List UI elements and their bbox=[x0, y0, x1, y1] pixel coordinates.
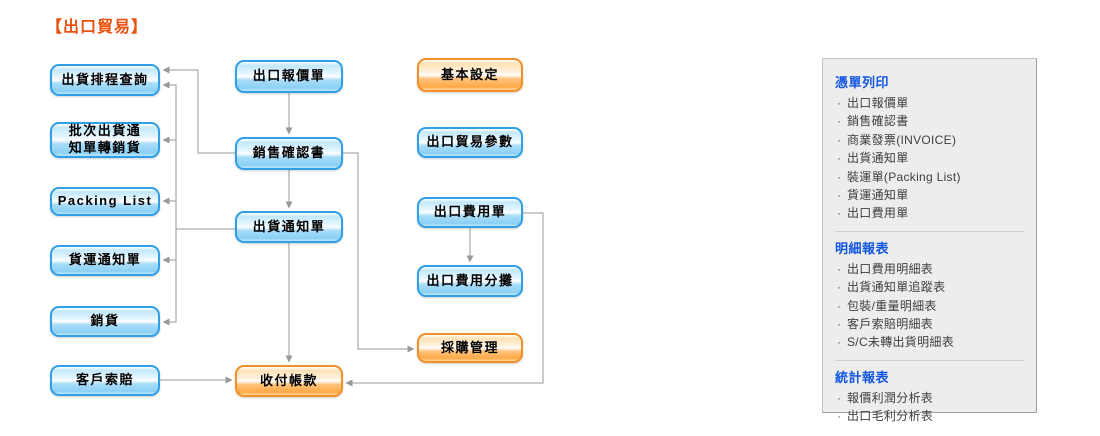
flow-node-packing-list[interactable]: Packing List bbox=[50, 187, 160, 216]
flow-node-shipping-schedule-inquiry[interactable]: 出貨排程查詢 bbox=[50, 64, 160, 96]
report-list-item: · 出口費用明細表 bbox=[837, 260, 1026, 278]
panel-section-header: 憑單列印 bbox=[835, 75, 890, 90]
bullet-icon: · bbox=[837, 132, 842, 147]
panel-section-list: · 報價利潤分析表 · 出口毛利分析表 bbox=[835, 389, 1026, 428]
report-list-item-label: 銷售確認書 bbox=[847, 114, 909, 129]
panel-section-header: 統計報表 bbox=[835, 369, 890, 385]
bullet-icon: · bbox=[837, 206, 842, 221]
panel-section-header: 明細報表 bbox=[835, 240, 890, 256]
bullet-icon: · bbox=[837, 409, 842, 424]
report-list-item: · 包裝/重量明細表 bbox=[837, 297, 1026, 315]
bullet-icon: · bbox=[837, 114, 842, 129]
report-list-item: · 出口費用單 bbox=[837, 204, 1026, 222]
report-list-item-label: 報價利潤分析表 bbox=[847, 390, 934, 405]
flow-node-customer-claim[interactable]: 客戶索賠 bbox=[50, 365, 160, 396]
report-list-item-label: 出貨通知單 bbox=[847, 151, 909, 166]
flow-node-sales-confirmation[interactable]: 銷售確認書 bbox=[235, 137, 343, 170]
bullet-icon: · bbox=[837, 96, 842, 110]
bullet-icon: · bbox=[837, 169, 842, 184]
report-list-item-label: S/C未轉出貨明細表 bbox=[847, 335, 955, 350]
report-list-item: · 客戶索賠明細表 bbox=[837, 315, 1026, 333]
flow-connector-shipping-notice-to-sales bbox=[162, 229, 177, 326]
report-list-item-label: 客戶索賠明細表 bbox=[847, 317, 934, 332]
bullet-icon: · bbox=[837, 317, 842, 332]
report-list-item-label: 貨運通知單 bbox=[847, 188, 909, 203]
report-list-item-label: 裝運單(Packing List) bbox=[847, 169, 961, 184]
bullet-icon: · bbox=[837, 151, 842, 166]
report-list-item-label: 出貨通知單追蹤表 bbox=[847, 280, 946, 295]
report-list-sections: 憑單列印 · 出口報價單 · 銷售確認書 · 商業發票(INVOICE) · 出貨通知單 · 裝運單… bbox=[835, 72, 1026, 428]
flow-connector-sales-confirmation-to-shipping-schedule-inquiry bbox=[162, 66, 235, 154]
report-list-item: · 報價利潤分析表 bbox=[837, 389, 1026, 407]
flow-node-sales[interactable]: 銷貨 bbox=[50, 306, 160, 337]
flow-node-receipt-payment[interactable]: 收付帳款 bbox=[235, 365, 343, 397]
section-divider bbox=[835, 230, 1024, 232]
flow-connector-shipping-notice-to-shipping-schedule-inquiry bbox=[162, 81, 235, 230]
panel-section-list: · 出口費用明細表 · 出貨通知單追蹤表 · 包裝/重量明細表 · 客戶索賠明細表 · S/C未轉… bbox=[835, 260, 1026, 354]
bullet-icon: · bbox=[837, 390, 842, 405]
bullet-icon: · bbox=[837, 335, 842, 350]
bullet-icon: · bbox=[837, 188, 842, 203]
report-list-item-label: 出口費用單 bbox=[847, 206, 909, 221]
section-divider bbox=[835, 359, 1024, 361]
report-list-item-label: 出口毛利分析表 bbox=[847, 409, 934, 424]
bullet-icon: · bbox=[837, 298, 842, 313]
flow-node-export-expense-allocation[interactable]: 出口費用分攤 bbox=[417, 265, 523, 297]
page-title: 【出口貿易】 bbox=[46, 19, 149, 36]
report-list-item: · 商業發票(INVOICE) bbox=[837, 131, 1026, 149]
report-list-item: · 出口毛利分析表 bbox=[837, 407, 1026, 425]
flow-node-batch-shipping-to-sales[interactable]: 批次出貨通 知單轉銷貨 bbox=[50, 122, 160, 158]
report-list-item: · 出口報價單 bbox=[837, 94, 1026, 112]
report-list-item-label: 包裝/重量明細表 bbox=[847, 298, 937, 313]
flow-node-export-trade-parameters[interactable]: 出口貿易參數 bbox=[417, 127, 523, 158]
report-list-item: · 裝運單(Packing List) bbox=[837, 168, 1026, 186]
report-list-item: · 貨運通知單 bbox=[837, 186, 1026, 204]
flow-connector-sales-confirmation-to-purchase-management bbox=[343, 152, 415, 353]
bullet-icon: · bbox=[837, 261, 842, 276]
panel-section-list: · 出口報價單 · 銷售確認書 · 商業發票(INVOICE) · 出貨通知單 · 裝運單(Pac… bbox=[835, 94, 1026, 225]
report-list-item-label: 商業發票(INVOICE) bbox=[847, 132, 957, 147]
report-list-item: · 出貨通知單追蹤表 bbox=[837, 278, 1026, 296]
report-list-item: · 銷售確認書 bbox=[837, 112, 1026, 130]
report-list-item-label: 出口報價單 bbox=[847, 96, 909, 110]
flow-node-freight-notice[interactable]: 貨運通知單 bbox=[50, 245, 160, 276]
flow-node-export-quotation[interactable]: 出口報價單 bbox=[235, 60, 343, 93]
flow-node-basic-settings[interactable]: 基本設定 bbox=[417, 58, 523, 92]
bullet-icon: · bbox=[837, 280, 842, 295]
report-list-item-label: 出口費用明細表 bbox=[847, 261, 934, 276]
flow-node-purchase-management[interactable]: 採購管理 bbox=[417, 333, 523, 363]
flow-node-export-expense[interactable]: 出口費用單 bbox=[417, 197, 523, 228]
report-list-item: · 出貨通知單 bbox=[837, 149, 1026, 167]
report-list-item: · S/C未轉出貨明細表 bbox=[837, 333, 1026, 351]
report-list-panel: 憑單列印 · 出口報價單 · 銷售確認書 · 商業發票(INVOICE) · 出貨通知單 · 裝運單… bbox=[822, 58, 1037, 423]
flow-node-shipping-notice[interactable]: 出貨通知單 bbox=[235, 211, 343, 243]
flow-connector-export-expense-to-receipt-payment bbox=[345, 212, 544, 387]
